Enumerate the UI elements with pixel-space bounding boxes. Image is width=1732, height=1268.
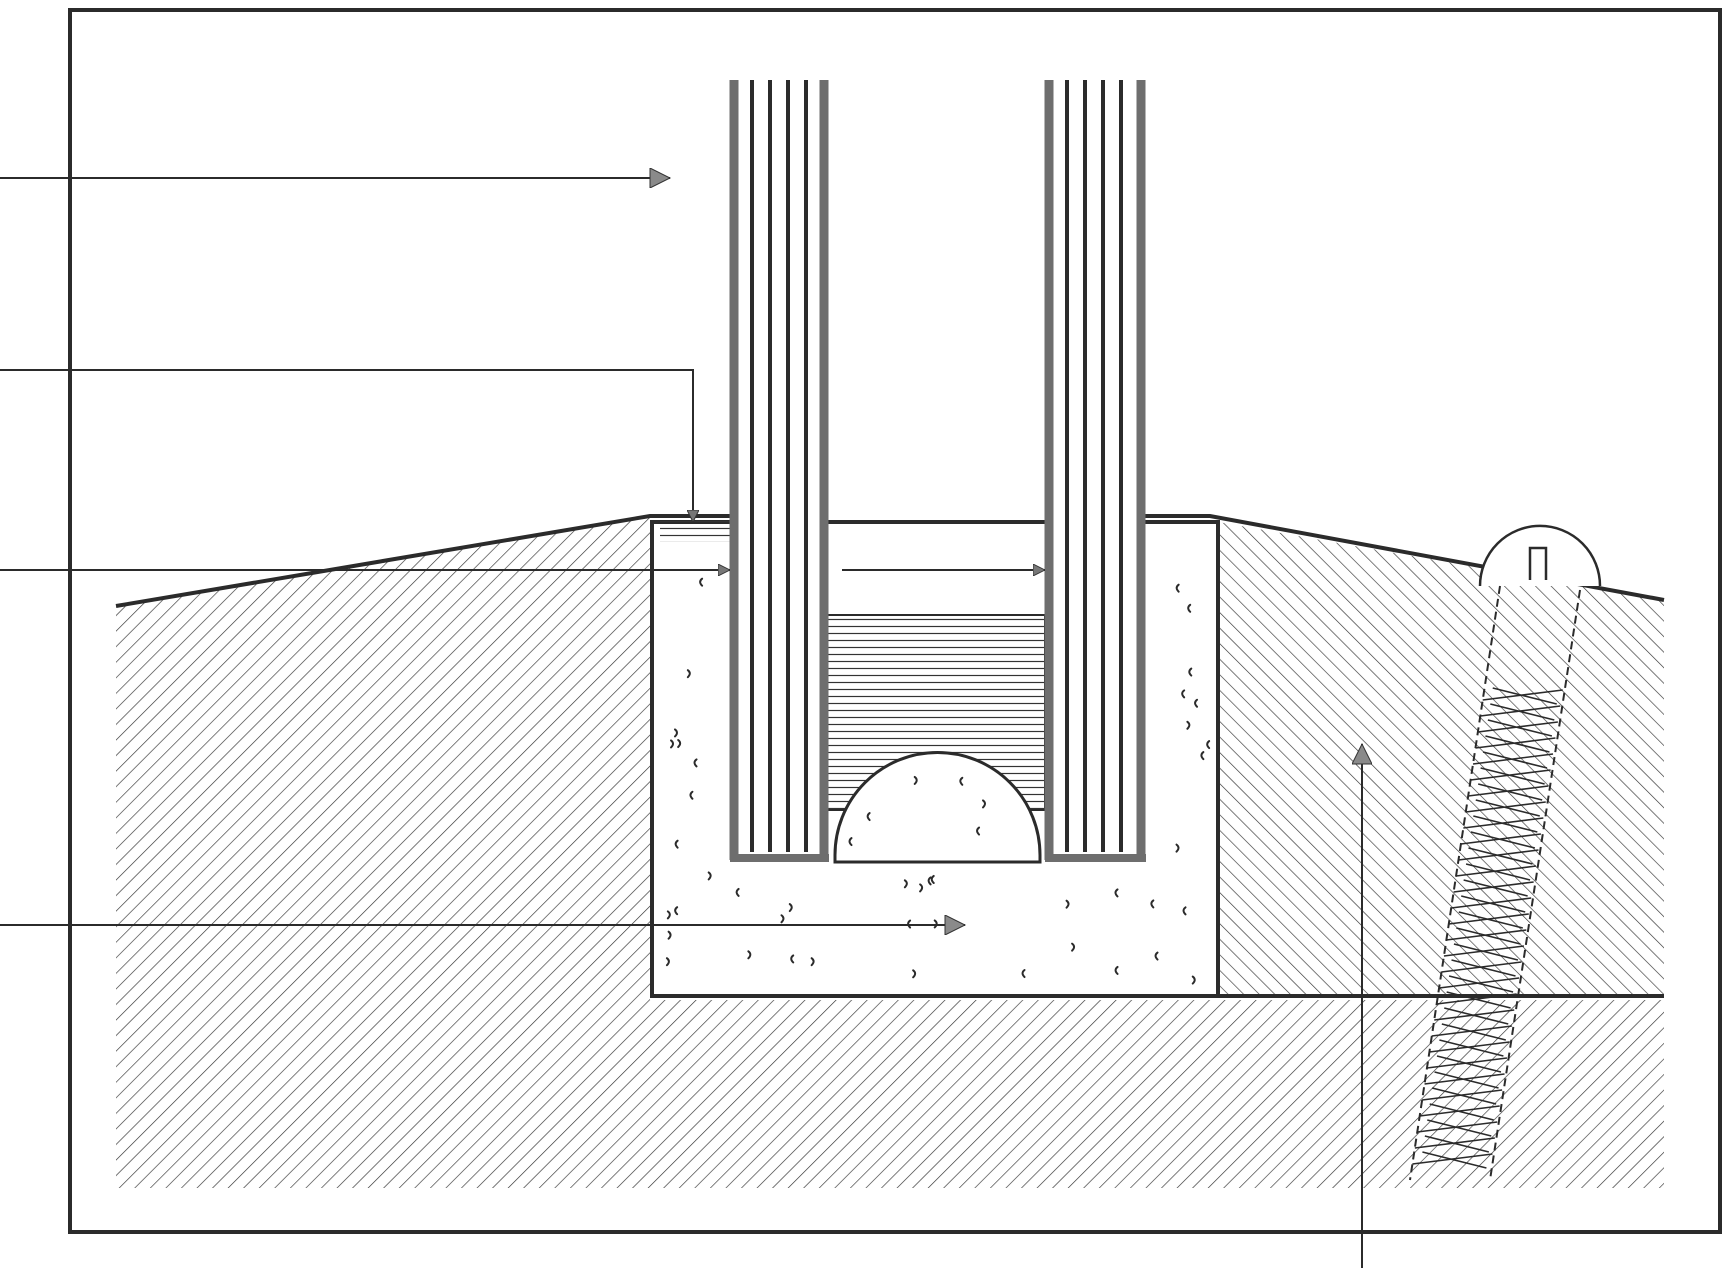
glass-pane-right	[1044, 80, 1146, 862]
left-slope-hatch	[116, 516, 650, 1000]
right-block-hatch	[1218, 522, 1664, 996]
screw	[1409, 524, 1602, 1181]
glass-pane-left	[729, 80, 829, 862]
sealant-speckles	[665, 577, 1211, 985]
base-hatch	[116, 1000, 1664, 1188]
rubber-bead	[833, 751, 1042, 864]
shim	[660, 520, 730, 542]
frame	[68, 8, 1722, 1234]
callout-arrow-2	[0, 369, 693, 522]
